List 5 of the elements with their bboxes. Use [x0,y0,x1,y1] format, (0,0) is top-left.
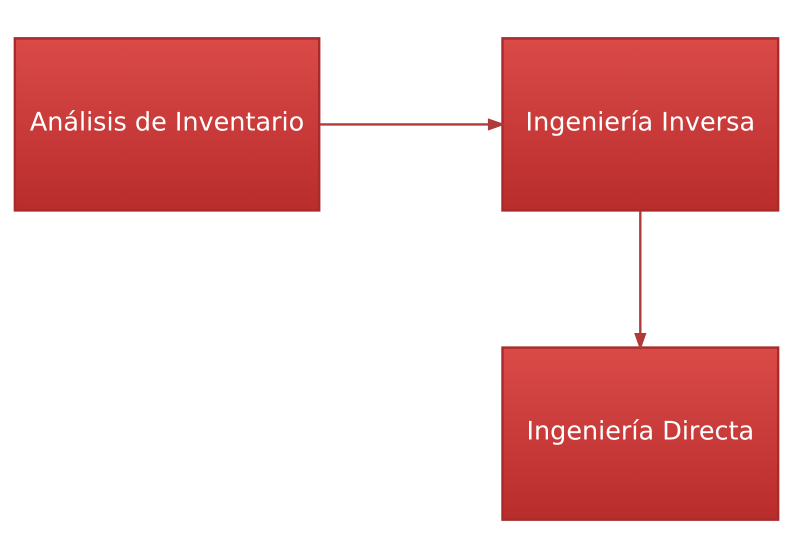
arrow [320,118,506,131]
node-box: Ingeniería Directa [501,346,780,521]
arrow [634,210,646,351]
node-box: Ingeniería Inversa [501,37,780,212]
node-box: Análisis de Inventario [14,37,320,212]
